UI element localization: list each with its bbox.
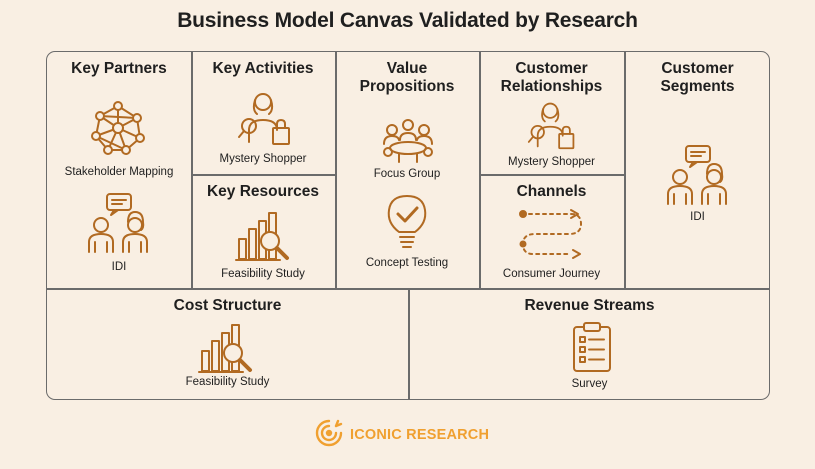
page-title: Business Model Canvas Validated by Resea… <box>177 9 638 32</box>
brand-name: ICONIC RESEARCH <box>350 427 490 443</box>
key-resources-title: Key Resources <box>206 183 319 200</box>
customer-segments-title-line1: Customer <box>661 60 734 77</box>
mystery-shopper-label: Mystery Shopper <box>219 153 307 165</box>
key-resources-block: Key Resources Feasibility Study <box>191 174 335 288</box>
clipboard-survey-icon <box>572 321 612 373</box>
channels-title: Channels <box>516 183 587 200</box>
feasibility-study-label: Feasibility Study <box>185 376 270 388</box>
focus-group-label: Focus Group <box>373 168 441 180</box>
survey-label: Survey <box>571 378 608 390</box>
idi-label: IDI <box>690 211 705 223</box>
journey-path-icon <box>519 209 583 259</box>
key-partners-block: Key Partners Stakeholder Mapping <box>47 52 191 288</box>
footer-brand: ICONIC RESEARCH <box>314 418 490 453</box>
stakeholder-mapping-label: Stakeholder Mapping <box>64 166 174 178</box>
bar-chart-magnifier-icon <box>198 323 253 375</box>
divider <box>47 288 769 290</box>
customer-segments-block: Customer Segments IDI <box>624 52 769 288</box>
interview-icon <box>87 192 151 254</box>
bar-chart-magnifier-icon <box>235 211 290 263</box>
value-propositions-block: Value Propositions Focus Group Concept T… <box>335 52 479 288</box>
business-model-canvas: Key Partners Stakeholder Mapping <box>46 51 770 400</box>
divider <box>408 288 410 399</box>
divider <box>479 52 481 288</box>
divider <box>335 52 337 288</box>
customer-relationships-title-line2: Relationships <box>500 78 603 95</box>
interview-icon <box>666 144 730 206</box>
revenue-streams-title: Revenue Streams <box>524 297 655 314</box>
key-activities-block: Key Activities Mystery Shopper <box>191 52 335 174</box>
revenue-streams-block: Revenue Streams Survey <box>408 288 769 399</box>
lightbulb-check-icon <box>386 194 428 250</box>
iconic-research-logo-icon <box>314 418 344 453</box>
consumer-journey-label: Consumer Journey <box>502 268 601 280</box>
key-partners-title: Key Partners <box>71 60 167 77</box>
concept-testing-label: Concept Testing <box>365 257 449 269</box>
value-propositions-title-line1: Value <box>386 60 428 77</box>
cost-structure-title: Cost Structure <box>173 297 282 314</box>
divider <box>624 52 626 288</box>
idi-label: IDI <box>111 261 127 273</box>
divider <box>191 174 335 176</box>
divider <box>191 52 193 288</box>
divider <box>479 174 624 176</box>
value-propositions-title-line2: Propositions <box>359 78 455 95</box>
customer-relationships-title-line1: Customer <box>515 60 588 77</box>
channels-block: Channels Consumer Journey <box>479 174 624 288</box>
customer-segments-title-line2: Segments <box>660 78 735 95</box>
key-activities-title: Key Activities <box>212 60 314 77</box>
mystery-shopper-label: Mystery Shopper <box>508 156 595 168</box>
focus-group-icon <box>379 118 437 164</box>
feasibility-study-label: Feasibility Study <box>221 268 305 280</box>
customer-relationships-block: Customer Relationships Mystery Shopper <box>479 52 624 174</box>
mystery-shopper-icon <box>237 90 293 146</box>
cost-structure-block: Cost Structure Feasibility Study <box>47 288 408 399</box>
network-icon <box>90 100 146 156</box>
mystery-shopper-icon <box>524 100 580 150</box>
